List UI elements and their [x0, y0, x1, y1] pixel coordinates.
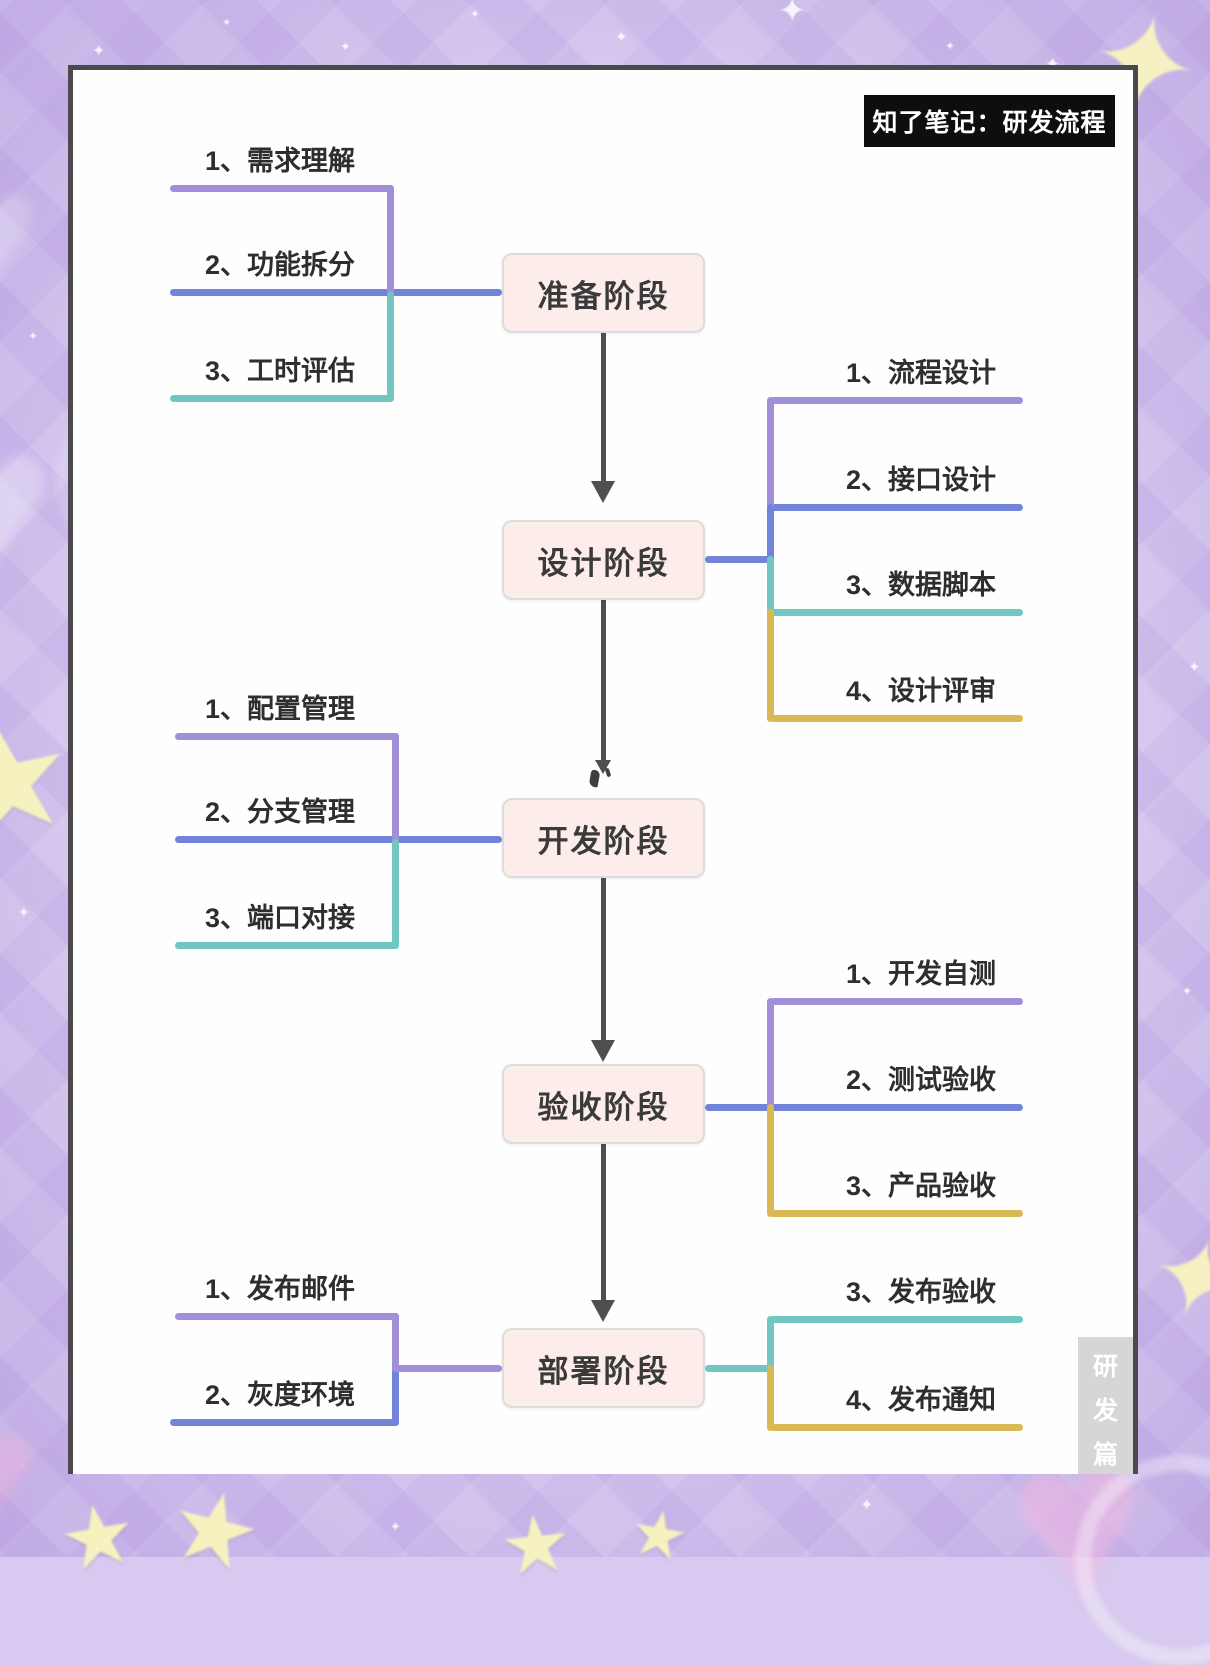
deploy-branch-3-underline: [770, 1316, 1023, 1323]
prepare-bracket-teal: [387, 292, 394, 402]
design-branch-1-underline: [770, 397, 1023, 404]
develop-branch-2-label: 2、分支管理: [205, 797, 356, 827]
design-bracket-teal: [767, 556, 774, 616]
stage-box-design: 设计阶段: [502, 520, 705, 600]
prepare-branch-3-label: 3、工时评估: [205, 356, 356, 386]
develop-branch-3-underline: [175, 942, 399, 949]
develop-branch-1-label: 1、配置管理: [205, 694, 356, 724]
accept-branch-2-label: 2、测试验收: [846, 1065, 997, 1095]
deploy-branch-3-label: 3、发布验收: [846, 1277, 997, 1307]
deploy-branch-2-underline: [170, 1419, 399, 1426]
title-badge-label: 知了笔记：研发流程: [872, 109, 1107, 137]
prepare-branch-2-connector: [170, 289, 502, 296]
stage-box-prepare: 准备阶段: [502, 253, 705, 333]
design-bracket-yellow: [767, 609, 774, 722]
develop-bracket-purple: [392, 733, 399, 843]
stage-box-deploy: 部署阶段: [502, 1328, 705, 1408]
side-tag-char-2: 发: [1092, 1397, 1118, 1425]
design-bracket-purple: [767, 397, 774, 511]
stage-label-accept: 验收阶段: [537, 1089, 670, 1125]
deploy-right-bracket-teal: [767, 1316, 774, 1372]
prepare-branch-1-underline: [170, 185, 394, 192]
accept-branch-3-label: 3、产品验收: [846, 1171, 997, 1201]
design-branch-3-underline: [770, 609, 1023, 616]
side-tag-char-1: 研: [1092, 1353, 1118, 1381]
stage-label-design: 设计阶段: [537, 545, 670, 581]
sparkle-icon: ✦: [28, 329, 39, 343]
flow-arrow-3-line: [601, 878, 606, 1040]
deploy-left-box-connector: [392, 1365, 502, 1372]
design-branch-4-underline: [770, 715, 1023, 722]
sparkle-icon: ✦: [615, 29, 628, 46]
flow-arrow-1-line: [601, 333, 606, 481]
design-branch-2-label: 2、接口设计: [846, 465, 997, 495]
side-tag: 研 发 篇: [1078, 1337, 1133, 1474]
deploy-right-bracket-yellow: [767, 1365, 774, 1431]
deploy-branch-4-underline: [770, 1424, 1023, 1431]
stage-label-develop: 开发阶段: [537, 823, 670, 859]
sparkle-icon: ✦: [1182, 984, 1193, 998]
flow-arrow-3-head: [591, 1040, 615, 1062]
sparkle-icon: ✦: [860, 1497, 874, 1514]
deploy-right-box-connector: [705, 1365, 774, 1372]
accept-bracket-yellow: [767, 1104, 774, 1217]
deploy-left-bracket-purple: [392, 1313, 399, 1372]
develop-branch-3-label: 3、端口对接: [205, 903, 356, 933]
accept-branch-1-underline: [770, 998, 1023, 1005]
stage-box-develop: 开发阶段: [502, 798, 705, 878]
sparkle-icon: ✦: [222, 17, 232, 29]
develop-branch-2-connector: [175, 836, 502, 843]
deploy-branch-4-label: 4、发布通知: [846, 1385, 997, 1415]
sparkle-icon: ✦: [1188, 659, 1201, 676]
develop-bracket-teal: [392, 839, 399, 949]
design-branch-4-label: 4、设计评审: [846, 676, 997, 706]
design-branch-1-label: 1、流程设计: [846, 358, 997, 388]
star-icon: ★: [624, 1493, 695, 1576]
accept-branch-3-underline: [770, 1210, 1023, 1217]
heart-icon: ♥: [0, 150, 40, 310]
flow-arrow-1-head: [591, 481, 615, 503]
accept-branch-2-connector: [705, 1104, 1023, 1111]
prepare-branch-3-underline: [170, 395, 394, 402]
sparkle-icon: ✦: [945, 39, 956, 53]
heart-icon: ♥: [0, 400, 54, 600]
sparkle-icon: ✦: [340, 39, 351, 54]
stage-label-deploy: 部署阶段: [537, 1353, 670, 1389]
prepare-branch-2-label: 2、功能拆分: [205, 250, 356, 280]
accept-branch-1-label: 1、开发自测: [846, 959, 997, 989]
accept-bracket-purple: [767, 998, 774, 1111]
deploy-branch-1-underline: [175, 1313, 399, 1320]
flow-arrow-4-head: [591, 1300, 615, 1322]
deploy-branch-2-label: 2、灰度环境: [205, 1380, 356, 1410]
deploy-branch-1-label: 1、发布邮件: [205, 1274, 356, 1304]
design-branch-3-label: 3、数据脚本: [846, 570, 997, 600]
design-box-connector: [705, 556, 774, 563]
design-bracket-blue: [767, 504, 774, 563]
stage-label-prepare: 准备阶段: [537, 278, 670, 314]
sparkle-icon: ✦: [92, 43, 106, 60]
prepare-bracket-purple: [387, 185, 394, 296]
flow-arrow-2-line: [601, 600, 606, 763]
title-badge: 知了笔记：研发流程: [864, 95, 1115, 147]
develop-branch-1-underline: [175, 733, 399, 740]
prepare-branch-1-label: 1、需求理解: [205, 146, 356, 176]
star-icon: ★: [52, 1484, 144, 1591]
deploy-left-bracket-blue: [392, 1365, 399, 1426]
sparkle-icon: ✦: [470, 7, 481, 21]
stage-box-accept: 验收阶段: [502, 1064, 705, 1144]
heart-icon: ♥: [0, 1390, 40, 1550]
sparkle-icon: ✦: [778, 0, 807, 30]
flow-arrow-4-line: [601, 1144, 606, 1300]
sparkle-icon: ✦: [390, 1519, 401, 1534]
design-branch-2-underline: [770, 504, 1023, 511]
side-tag-char-3: 篇: [1092, 1441, 1118, 1469]
star-icon: ★: [495, 1496, 577, 1593]
sparkle-icon: ✦: [18, 904, 30, 920]
